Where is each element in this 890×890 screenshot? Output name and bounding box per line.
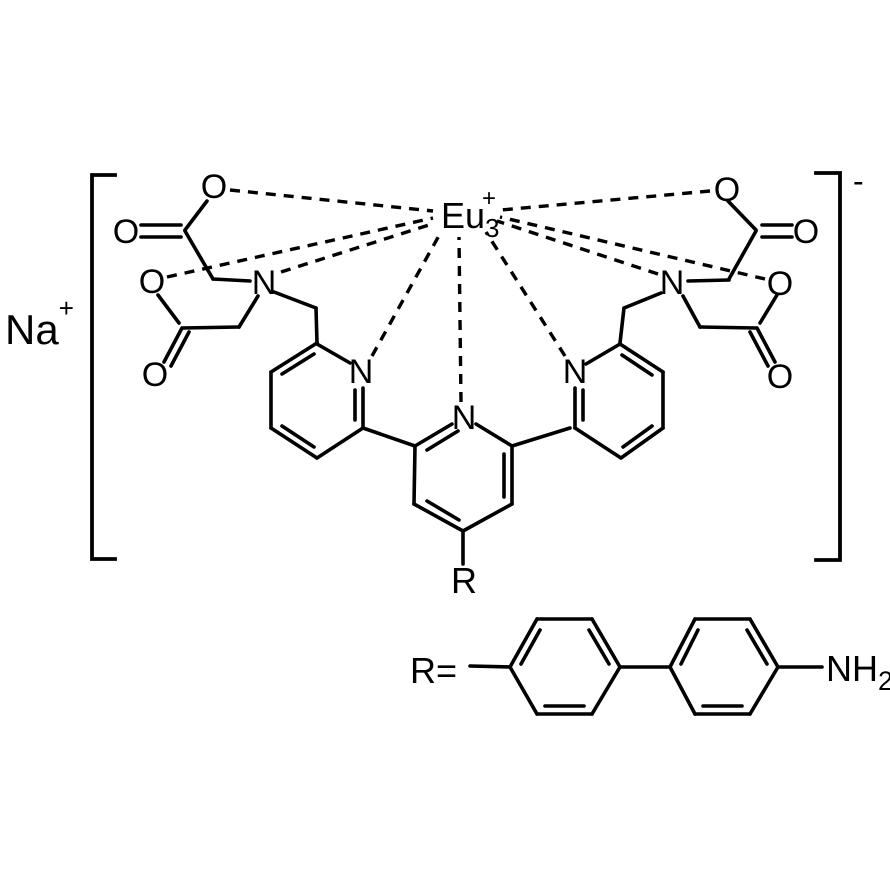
atom-label-n-pyridine-right: N [563,353,588,391]
amine-group-label: NH2 [826,648,890,696]
counterion-charge: + [59,293,74,323]
atom-label-o-carbonyl-right: O [793,213,819,251]
atom-label-n-amine-right: N [660,264,685,302]
r-group-biphenyl [468,617,824,716]
substituent-definition-prefix: R= [410,650,457,691]
iminodiacetate-arm-left [139,199,319,368]
coordination-bonds [166,188,766,403]
atom-label-n-pyridine-center: N [452,399,477,437]
counterion-label: Na+ [5,293,74,353]
atom-label-n-amine-left: N [252,264,277,302]
amine-subscript: 2 [878,666,890,696]
atom-label-n-pyridine-left: N [349,353,374,391]
central-ion-symbol: Eu [441,195,485,236]
complex-charge-label: - [853,163,864,199]
central-ion-subscript: 3 [485,213,499,243]
pyridine-ring-center [412,422,572,566]
atom-label-o-bottom-left: O [142,356,168,394]
pyridine-ring-left [269,341,417,460]
atom-label-o-bottom-right: O [767,358,793,396]
atom-label-o-ester-left: O [139,263,165,301]
pyridine-ring-right [573,342,665,460]
central-ion-label: Eu3 [441,195,500,243]
atom-label-o-carbonyl-left: O [113,213,139,251]
atom-label-o-top-right: O [714,171,740,209]
atom-label-o-top-left: O [201,168,227,206]
substituent-label: R [451,560,477,601]
atom-label-o-ester-right: O [767,265,793,303]
counterion-symbol: Na [5,306,59,353]
right-bracket [814,171,842,562]
iminodiacetate-arm-right [618,199,794,368]
central-ion-charge: + [482,185,496,212]
amine-main: NH [826,648,878,689]
left-bracket [90,173,117,561]
